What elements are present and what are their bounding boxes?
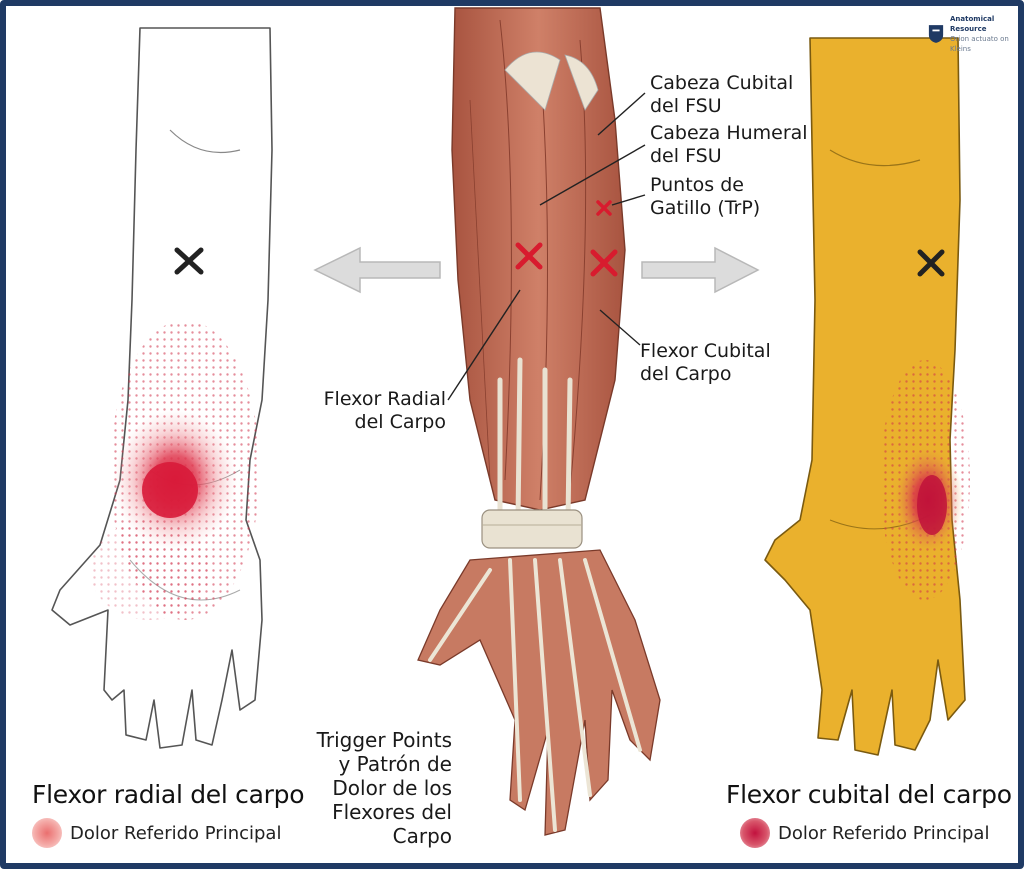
right-arrow bbox=[641, 246, 760, 294]
label-trigger-points: Puntos de Gatillo (TrP) bbox=[650, 174, 761, 219]
pain-swatch-icon bbox=[32, 818, 62, 848]
left-arrow bbox=[313, 246, 441, 294]
right-legend: Dolor Referido Principal bbox=[740, 818, 989, 848]
label-fsu-humeral-head: Cabeza Humeral del FSU bbox=[650, 122, 808, 167]
label-flexor-cubital: Flexor Cubital del Carpo bbox=[640, 340, 771, 385]
left-trigger-point-marker bbox=[174, 247, 204, 275]
center-forearm bbox=[417, 7, 661, 836]
left-pain-pattern bbox=[90, 320, 260, 620]
left-legend: Dolor Referido Principal bbox=[32, 818, 281, 848]
right-pain-pattern bbox=[880, 360, 970, 600]
publisher-logo: Anatomical Resource Orion actuato on Kle… bbox=[928, 14, 1024, 54]
center-trigger-point-markers bbox=[515, 200, 618, 277]
right-legend-label: Dolor Referido Principal bbox=[778, 822, 990, 844]
shield-icon bbox=[928, 25, 944, 43]
right-trigger-point-marker bbox=[917, 249, 945, 277]
logo-line2: Orion actuato on Kleins bbox=[950, 35, 1009, 53]
logo-line1: Anatomical Resource bbox=[950, 15, 995, 33]
right-panel-title: Flexor cubital del carpo bbox=[726, 780, 1012, 809]
diagram-caption: Trigger Points y Patrón de Dolor de los … bbox=[316, 728, 452, 848]
label-flexor-radial: Flexor Radial del Carpo bbox=[323, 388, 446, 433]
pain-swatch-icon bbox=[740, 818, 770, 848]
label-fsu-cubital-head: Cabeza Cubital del FSU bbox=[650, 72, 794, 117]
left-legend-label: Dolor Referido Principal bbox=[70, 822, 282, 844]
left-panel-title: Flexor radial del carpo bbox=[32, 780, 305, 809]
